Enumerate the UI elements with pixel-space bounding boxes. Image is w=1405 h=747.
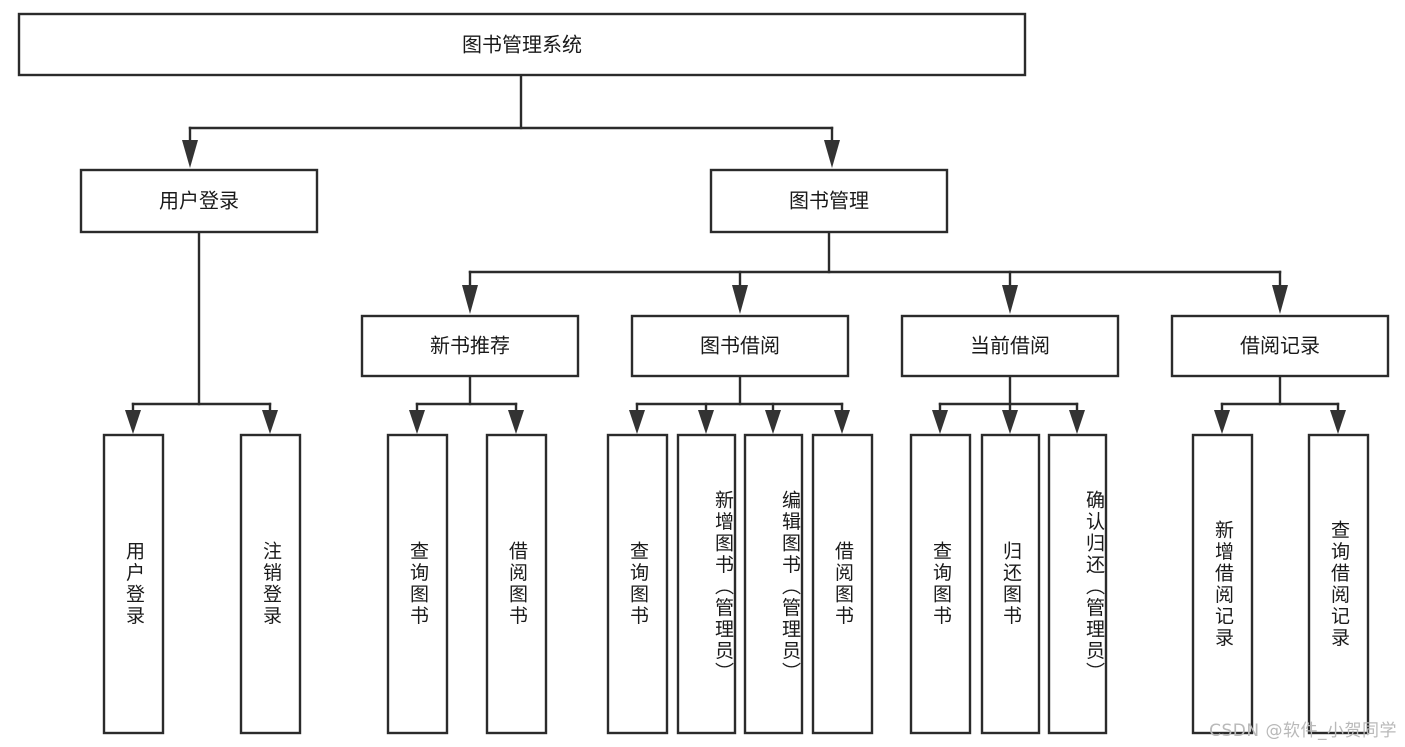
watermark-text: CSDN @软件_小贺同学: [1209, 721, 1397, 741]
node-new-book-recommend[interactable]: 新书推荐: [360, 314, 580, 378]
connector-borrowrecord-to-leaves: [1214, 375, 1346, 434]
connector-bookmanage-to-level3: [462, 231, 1288, 314]
node-leaf-add-book[interactable]: [676, 433, 737, 735]
node-leaf-query-book-1[interactable]: [386, 433, 449, 735]
node-book-borrow[interactable]: 图书借阅: [630, 314, 850, 378]
node-root-label: 图书管理系统: [462, 33, 582, 57]
node-book-manage[interactable]: 图书管理: [709, 168, 949, 234]
node-borrow-record[interactable]: 借阅记录: [1170, 314, 1390, 378]
node-leaf-query-book-3[interactable]: [909, 433, 972, 735]
node-leaf-borrow-book-2[interactable]: [811, 433, 874, 735]
connector-bookborrow-to-leaves: [629, 375, 850, 434]
node-new-book-recommend-label: 新书推荐: [430, 334, 510, 358]
node-leaf-user-logout[interactable]: [239, 433, 302, 735]
node-root[interactable]: 图书管理系统: [17, 12, 1027, 77]
node-leaf-query-record[interactable]: [1307, 433, 1370, 735]
node-book-manage-label: 图书管理: [789, 189, 869, 213]
node-leaf-add-record[interactable]: [1191, 433, 1254, 735]
node-leaf-user-login[interactable]: [102, 433, 165, 735]
node-leaf-query-book-2[interactable]: [606, 433, 669, 735]
connector-root-to-level2: [182, 74, 840, 168]
node-leaf-return-book[interactable]: [980, 433, 1041, 735]
node-current-borrow-label: 当前借阅: [970, 334, 1050, 358]
node-leaf-borrow-book-1[interactable]: [485, 433, 548, 735]
node-borrow-record-label: 借阅记录: [1240, 334, 1320, 358]
connector-newbook-to-leaves: [409, 375, 524, 434]
node-leaf-confirm-return[interactable]: [1047, 433, 1108, 735]
node-user-login[interactable]: 用户登录: [79, 168, 319, 234]
connector-userlogin-to-leaves: [125, 231, 278, 434]
connector-currentborrow-to-leaves: [932, 375, 1085, 434]
node-book-borrow-label: 图书借阅: [700, 334, 780, 358]
node-user-login-label: 用户登录: [159, 189, 239, 213]
node-current-borrow[interactable]: 当前借阅: [900, 314, 1120, 378]
node-leaf-edit-book[interactable]: [743, 433, 804, 735]
